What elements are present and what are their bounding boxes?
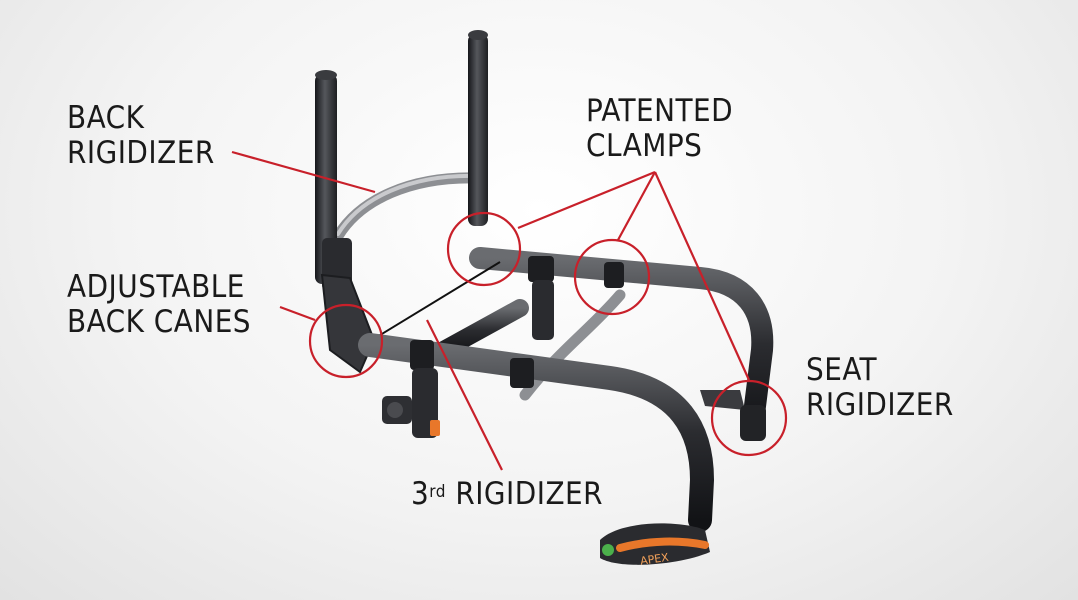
label-adjustable-back-canes-line2: BACK CANES — [67, 304, 252, 340]
label-patented-clamps-line2: CLAMPS — [586, 128, 703, 164]
brake-cable — [371, 261, 501, 341]
callout-line-back-canes — [279, 305, 316, 322]
back-rigidizer-bar — [332, 172, 484, 242]
label-third-rigidizer: 3rd RIGIDIZER — [411, 477, 603, 512]
label-patented-clamps: PATENTED CLAMPS — [586, 94, 733, 164]
label-patented-clamps-line1: PATENTED — [586, 93, 734, 129]
left-frame-tube — [358, 333, 715, 532]
callout-circle-seat-rigidizer — [710, 379, 788, 457]
label-seat-rigidizer: SEAT RIGIDIZER — [806, 353, 954, 423]
callout-circles — [308, 211, 788, 457]
label-third-rigidizer-superscript: rd — [429, 482, 446, 502]
seat-rigidizer-bar — [519, 289, 626, 401]
label-back-rigidizer-line2: RIGIDIZER — [67, 135, 215, 171]
footrest: APEX — [600, 523, 710, 568]
label-seat-rigidizer-line2: RIGIDIZER — [806, 387, 954, 423]
back-canes — [315, 30, 488, 290]
callout-circle-back-canes — [308, 303, 384, 379]
callout-circle-clamp-mid — [573, 238, 651, 316]
label-adjustable-back-canes: ADJUSTABLE BACK CANES — [67, 270, 251, 340]
brand-mark: APEX — [639, 551, 670, 568]
callout-line-clamps-mid — [617, 171, 656, 241]
right-frame-tube — [469, 247, 774, 441]
callout-line-third-rigidizer — [426, 319, 503, 471]
label-back-rigidizer: BACK RIGIDIZER — [67, 101, 215, 171]
label-adjustable-back-canes-line1: ADJUSTABLE — [67, 269, 245, 305]
label-seat-rigidizer-line1: SEAT — [806, 352, 878, 388]
label-back-rigidizer-line1: BACK — [67, 100, 145, 136]
back-cane-bracket — [320, 273, 376, 374]
label-third-rigidizer-text: RIGIDIZER — [455, 476, 604, 512]
callout-circle-clamp-left — [446, 211, 522, 287]
callout-line-back-rigidizer — [231, 150, 376, 194]
label-third-rigidizer-number: 3 — [411, 476, 430, 512]
callout-lines — [231, 150, 751, 471]
callout-line-clamps-left — [517, 170, 656, 230]
callout-line-clamps-right — [653, 171, 751, 381]
